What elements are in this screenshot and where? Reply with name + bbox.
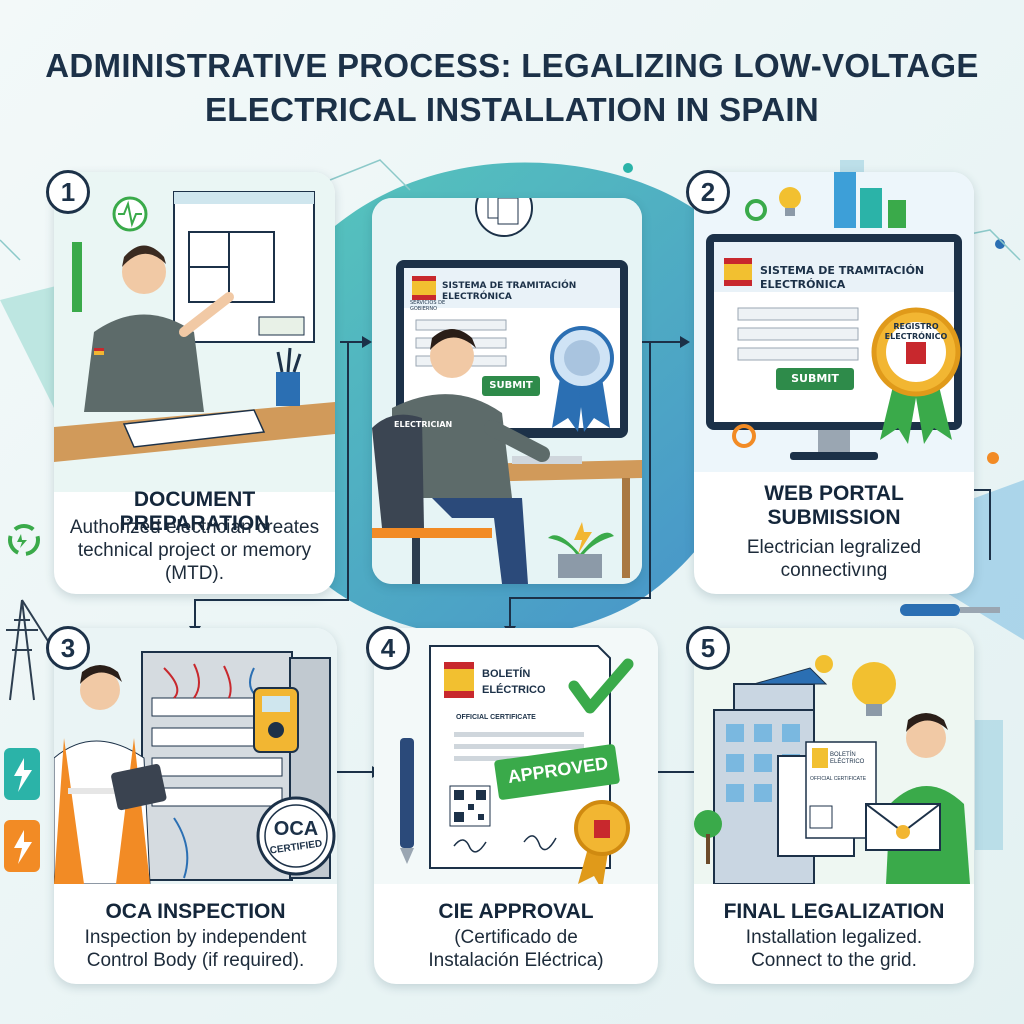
step-description: Installation legalized. Connect to the g… xyxy=(745,927,923,971)
step-title: DOCUMENT PREPARATION xyxy=(119,488,270,535)
registry-seal-text: REGISTRO ELECTRÓNICO xyxy=(884,322,948,341)
step-card-cie-approval: BOLETÍN ELÉCTRICO OFFICIAL CERTIFICATE A… xyxy=(374,628,658,984)
step-number-badge: 3 xyxy=(46,626,90,670)
step-card-web-portal-submission: SISTEMA DE TRAMITACIÓN ELECTRÓNICA SUBMI… xyxy=(694,172,974,594)
electrician-drafting-illustration xyxy=(54,172,335,492)
step-card-oca-inspection: OCA CERTIFIED OCA INSPECTION Inspection … xyxy=(54,628,337,984)
crest-caption: SERVICIOS DE GOBIERNO xyxy=(410,300,446,312)
final-legalization-illustration xyxy=(694,628,974,884)
step-description: Inspection by independent Control Body (… xyxy=(84,927,307,971)
shirt-label: ELECTRICIAN xyxy=(394,420,453,429)
doc-title-line-1: BOLETÍN xyxy=(482,668,531,680)
web-portal-illustration xyxy=(694,172,974,472)
doc-subtitle: OFFICIAL CERTIFICATE xyxy=(456,714,536,721)
submit-button-label[interactable]: SUBMIT xyxy=(791,372,839,385)
step-number-badge: 4 xyxy=(366,626,410,670)
step-title: OCA INSPECTION xyxy=(105,900,286,923)
portal-header-text: SISTEMA DE TRAMITACIÓN ELECTRÓNICA xyxy=(442,281,577,302)
cie-certificate-illustration xyxy=(374,628,658,884)
page-title: ADMINISTRATIVE PROCESS: LEGALIZING LOW-V… xyxy=(45,47,979,128)
step-card-final-legalization: BOLETÍN ELÉCTRICO OFFICIAL CERTIFICATE F… xyxy=(694,628,974,984)
step-title: CIE APPROVAL xyxy=(438,900,594,923)
portal-submission-panel: SISTEMA DE TRAMITACIÓN ELECTRÓNICA SERVI… xyxy=(372,198,642,584)
step-description: (Certificado de Instalación Eléctrica) xyxy=(428,927,604,971)
oca-stamp-top: OCA xyxy=(273,818,319,840)
step-title: WEB PORTAL SUBMISSION xyxy=(764,482,904,529)
step-description: Authorized electrician creates technical… xyxy=(69,517,320,584)
step-card-document-preparation: DOCUMENT PREPARATION Authorized electric… xyxy=(54,172,335,594)
electrician-computer-illustration xyxy=(372,198,642,584)
oca-inspection-illustration xyxy=(54,628,337,884)
step-title: FINAL LEGALIZATION xyxy=(723,900,945,923)
step-number-badge: 1 xyxy=(46,170,90,214)
doc-title-line-2: ELÉCTRICO xyxy=(482,684,546,696)
step-description: Electrician legralized connectivıng xyxy=(746,537,922,581)
doc-title: BOLETÍN ELÉCTRICO xyxy=(830,752,865,765)
step-number-badge: 2 xyxy=(686,170,730,214)
step-number-badge: 5 xyxy=(686,626,730,670)
doc-subtitle: OFFICIAL CERTIFICATE xyxy=(810,776,867,782)
portal-header-text: SISTEMA DE TRAMITACIÓN ELECTRÓNICA xyxy=(760,264,925,291)
submit-button-label[interactable]: SUBMIT xyxy=(489,380,533,391)
